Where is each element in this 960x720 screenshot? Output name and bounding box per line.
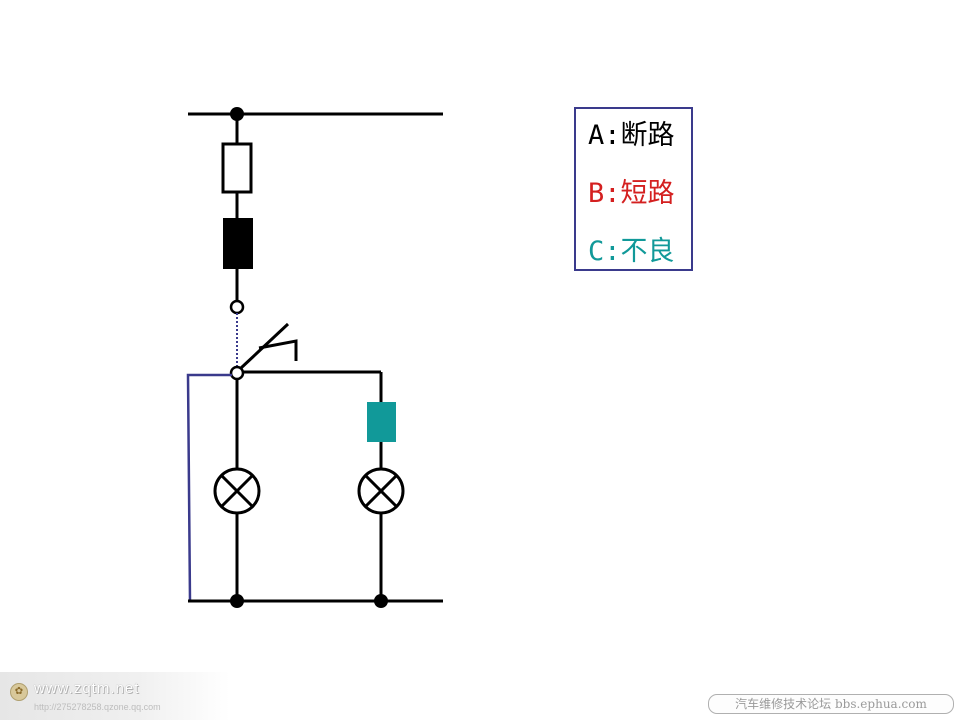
- legend-item-open-circuit: A:断路: [588, 120, 675, 151]
- ground-junction-right: [374, 594, 388, 608]
- relay-coil: [223, 218, 253, 269]
- site-logo-icon: ✿: [10, 683, 28, 701]
- watermark-site: www.zqtm.net: [34, 680, 140, 697]
- switch-actuator: [258, 339, 298, 361]
- resistor: [367, 402, 396, 442]
- lamp-2: [357, 467, 405, 515]
- fault-legend: A:断路 B:短路 C:不良: [574, 107, 693, 271]
- ground-junction-left: [230, 594, 244, 608]
- connector-terminal: [229, 299, 245, 315]
- legend-item-short-circuit: B:短路: [588, 178, 675, 209]
- lamp-1: [213, 467, 261, 515]
- legend-item-poor-contact: C:不良: [588, 236, 675, 267]
- watermark-left: ✿ www.zqtm.net http://275278258.qzone.qq…: [0, 672, 230, 720]
- short-circuit-path: [186, 373, 232, 602]
- watermark-url: http://275278258.qzone.qq.com: [34, 702, 161, 712]
- switch-pivot: [229, 365, 245, 381]
- watermark-right: 汽车维修技术论坛 bbs.ephua.com: [708, 694, 954, 714]
- fuse: [221, 142, 253, 194]
